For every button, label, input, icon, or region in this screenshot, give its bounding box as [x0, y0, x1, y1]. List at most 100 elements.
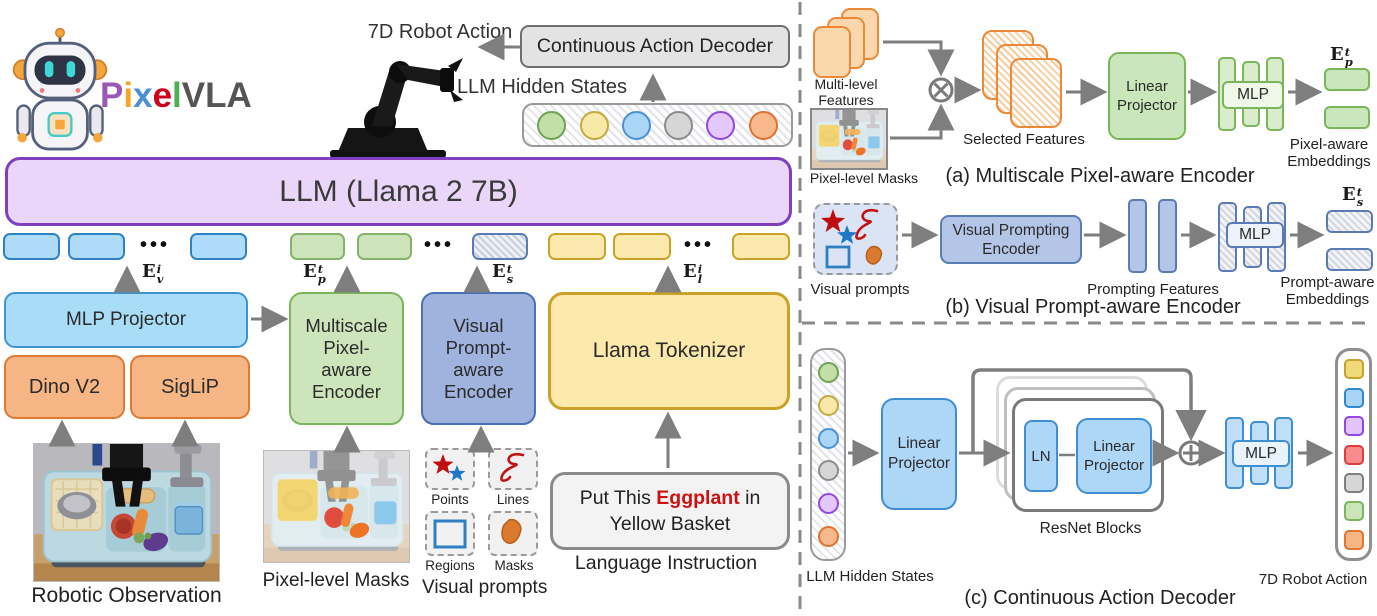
multi-level-feature-card	[813, 26, 851, 78]
visual-token	[190, 233, 247, 260]
masks-icon	[501, 518, 522, 544]
language-token	[548, 233, 606, 260]
masks-prompt-tile	[488, 511, 538, 556]
panel-c-linear-projector-box: Linear Projector	[881, 398, 957, 510]
layer-norm-box: LN	[1024, 420, 1058, 492]
decoder-box-label: Continuous Action Decoder	[536, 35, 774, 57]
hidden-states-column	[810, 348, 846, 561]
logo-letter: P	[100, 76, 124, 115]
points-caption: Points	[431, 492, 469, 507]
arrow-features-to-multiply	[883, 40, 955, 77]
ellipsis-icon: •••	[684, 234, 715, 256]
language-token	[732, 233, 790, 260]
pixel-level-masks-image	[263, 450, 410, 563]
multi-level-features-caption: Multi-level Features	[814, 76, 878, 108]
pixel-token	[290, 233, 345, 260]
hidden-state-blue	[817, 427, 839, 449]
language-token	[613, 233, 671, 260]
action-dims-column	[1335, 348, 1372, 561]
points-prompt-tile	[425, 448, 475, 490]
panel-c-action-caption: 7D Robot Action	[1258, 571, 1368, 588]
prompt-aware-embeddings-caption: Prompt-aware Embeddings	[1280, 274, 1375, 308]
logo-letter: e	[152, 76, 173, 115]
pixel-aware-embeddings-caption: Pixel-aware Embeddings	[1287, 136, 1371, 170]
multiscale-encoder-box: Multiscale Pixel- aware Encoder	[289, 292, 404, 425]
action-dim-green	[1343, 501, 1364, 522]
robotic-observation-caption: Robotic Observation	[31, 584, 222, 607]
hidden-state-gray	[664, 110, 694, 140]
action-dim-red	[1343, 444, 1364, 465]
llama-tokenizer-label: Llama Tokenizer	[592, 339, 746, 362]
visual-token	[3, 233, 60, 260]
hidden-state-yellow	[817, 394, 839, 416]
llm-hidden-states-strip	[522, 103, 793, 147]
regions-prompt-tile	[425, 511, 475, 556]
llm-box: LLM (Llama 2 7B)	[5, 157, 792, 226]
selected-feature-card	[1010, 58, 1062, 128]
selected-features-caption: Selected Features	[963, 131, 1085, 148]
robot-mascot-icon	[8, 24, 112, 156]
robotic-observation-image	[33, 443, 220, 582]
points-icon	[432, 454, 466, 481]
visual-prompt-encoder-box: Visual Prompt- aware Encoder	[421, 292, 536, 425]
robot-action-label: 7D Robot Action	[367, 21, 513, 43]
hidden-state-green	[817, 361, 839, 383]
language-instruction-box: Put This Eggplant in Yellow Basket	[550, 472, 790, 550]
mlp-projector-box: MLP Projector	[4, 292, 248, 348]
logo-letter: x	[133, 76, 153, 115]
add-icon	[1178, 440, 1204, 466]
hidden-state-orange	[817, 526, 839, 548]
visual-token	[68, 233, 125, 260]
logo-letter: i	[123, 76, 134, 115]
action-dim-orange	[1343, 529, 1364, 550]
dino-v2-box: Dino V2	[4, 355, 125, 419]
ellipsis-icon: •••	[424, 234, 455, 256]
panel-c-mlp-box: MLP	[1232, 440, 1290, 467]
regions-icon	[433, 519, 467, 548]
prompt-token	[472, 233, 528, 260]
prompting-feature-bar	[1158, 199, 1177, 273]
pixel-level-masks-thumb	[810, 108, 888, 170]
action-dim-gray	[1343, 472, 1364, 493]
visual-prompting-encoder-box: Visual Prompting Encoder	[940, 215, 1082, 264]
lines-caption: Lines	[496, 492, 530, 507]
action-dim-yellow	[1343, 359, 1364, 380]
panel-b-prompts-caption: Visual prompts	[810, 281, 910, 298]
language-instruction-caption: Language Instruction	[574, 552, 758, 574]
hidden-state-gray	[817, 460, 839, 482]
multiply-icon	[928, 77, 954, 103]
pixel-level-masks-caption: Pixel-level Masks	[262, 570, 410, 591]
hidden-state-green	[537, 110, 567, 140]
action-dim-blue	[1343, 387, 1364, 408]
continuous-action-decoder-box: Continuous Action Decoder	[520, 25, 790, 68]
regions-caption: Regions	[425, 558, 475, 573]
panel-c-hidden-caption: LLM Hidden States	[806, 568, 934, 585]
logo-letter: l	[172, 76, 182, 115]
pixelvla-logo: PixelVLA	[100, 76, 275, 116]
panel-a-masks-caption: Pixel-level Masks	[809, 170, 919, 186]
instruction-highlight: Eggplant	[656, 487, 740, 509]
llm-hidden-states-label: LLM Hidden States	[456, 76, 628, 98]
panel-a-linear-projector-box: Linear Projector	[1108, 52, 1186, 140]
hidden-state-orange	[748, 110, 778, 140]
llm-label: LLM (Llama 2 7B)	[279, 174, 518, 208]
hidden-state-blue	[621, 110, 651, 140]
action-dim-purple	[1343, 416, 1364, 437]
hidden-state-purple	[817, 493, 839, 515]
prompt-aware-embedding	[1326, 210, 1373, 233]
lines-icon	[500, 452, 525, 482]
prompt-aware-embedding	[1326, 248, 1373, 271]
hidden-state-yellow	[579, 110, 609, 140]
pixel-aware-embedding	[1324, 106, 1370, 129]
panel-a-caption: (a) Multiscale Pixel-aware Encoder	[945, 165, 1255, 187]
pixel-aware-embedding	[1324, 68, 1370, 91]
logo-letter: VLA	[181, 76, 252, 115]
resnet-blocks-caption: ResNet Blocks	[1039, 520, 1142, 537]
arrow-masks-to-multiply	[890, 103, 955, 140]
mlp-projector-label: MLP Projector	[65, 309, 187, 330]
prompting-features-caption: Prompting Features	[1087, 281, 1219, 298]
